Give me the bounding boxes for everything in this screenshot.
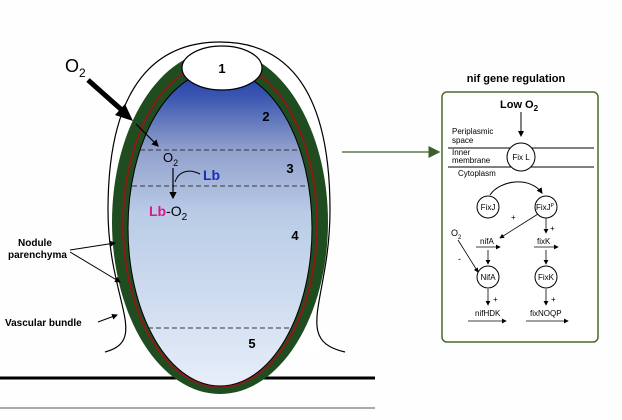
inner-membrane-label-1: Inner: [452, 148, 471, 157]
zone-label-2: 2: [262, 109, 269, 124]
meristem-zone: [181, 45, 263, 91]
nifhdk-label: nifHDK: [475, 309, 501, 318]
nifa-gene-label: nifA: [480, 237, 494, 246]
fixj-p-label: FixJP: [536, 203, 555, 212]
nifhdk-plus: +: [493, 295, 498, 304]
fixnoqp-plus: +: [551, 295, 556, 304]
regulation-title: nif gene regulation: [467, 73, 566, 85]
o2-entry-arrowhead: [115, 104, 133, 121]
lb-curve: [174, 170, 201, 183]
fixj-node: [476, 195, 500, 219]
fixl-node: [506, 142, 536, 172]
o2-minus: -: [458, 254, 461, 264]
o2-diffusion-arrow: [135, 123, 159, 147]
vascular-pointer: [97, 313, 118, 323]
fixl-phosphorylation-arrow: [489, 181, 543, 196]
zone-label-5: 5: [248, 336, 255, 351]
parenchyma-pointer-1: [69, 240, 116, 251]
fixj-to-nifa-arrow: [499, 213, 539, 239]
o2-inhibition-arrow: [457, 239, 479, 273]
zone-label-3: 3: [286, 161, 293, 176]
low-o2-label: Low O2: [500, 99, 539, 113]
fixk-node: [534, 265, 558, 289]
fixl-label: Fix L: [512, 153, 530, 162]
lb-label: Lb: [203, 167, 220, 183]
fixk-protein-label: FixK: [538, 273, 555, 282]
nifa-node: [476, 265, 500, 289]
periplasmic-label-2: space: [452, 136, 474, 145]
fixnoqp-label: fixNOQP: [530, 309, 562, 318]
lb-o2-label: Lb-O2: [149, 203, 188, 223]
o2-entry-arrow-shaft: [86, 78, 126, 114]
inner-membrane-label-2: membrane: [452, 156, 491, 165]
cytoplasm-label: Cytoplasm: [458, 169, 496, 178]
parenchyma-label-line2: parenchyma: [8, 250, 67, 261]
vascular-bundle-label: Vascular bundle: [5, 318, 82, 329]
parenchyma-label-line1: Nodule: [18, 238, 52, 249]
infected-zone: [127, 69, 313, 387]
zone-label-4: 4: [291, 228, 299, 243]
fixj-plus: +: [511, 213, 516, 222]
parenchyma-pointer-2: [69, 251, 121, 283]
o2-internal-label: O2: [163, 150, 178, 168]
fixj-label: FixJ: [481, 203, 496, 212]
o2-external-label: O2: [65, 56, 86, 80]
fixk-gene-label: fixK: [537, 237, 551, 246]
nifa-protein-label: NifA: [480, 273, 496, 282]
fixk-plus: +: [550, 224, 555, 233]
o2-small-label: O2: [451, 228, 462, 241]
periplasmic-label-1: Periplasmic: [452, 127, 493, 136]
zone-label-1: 1: [218, 61, 225, 76]
